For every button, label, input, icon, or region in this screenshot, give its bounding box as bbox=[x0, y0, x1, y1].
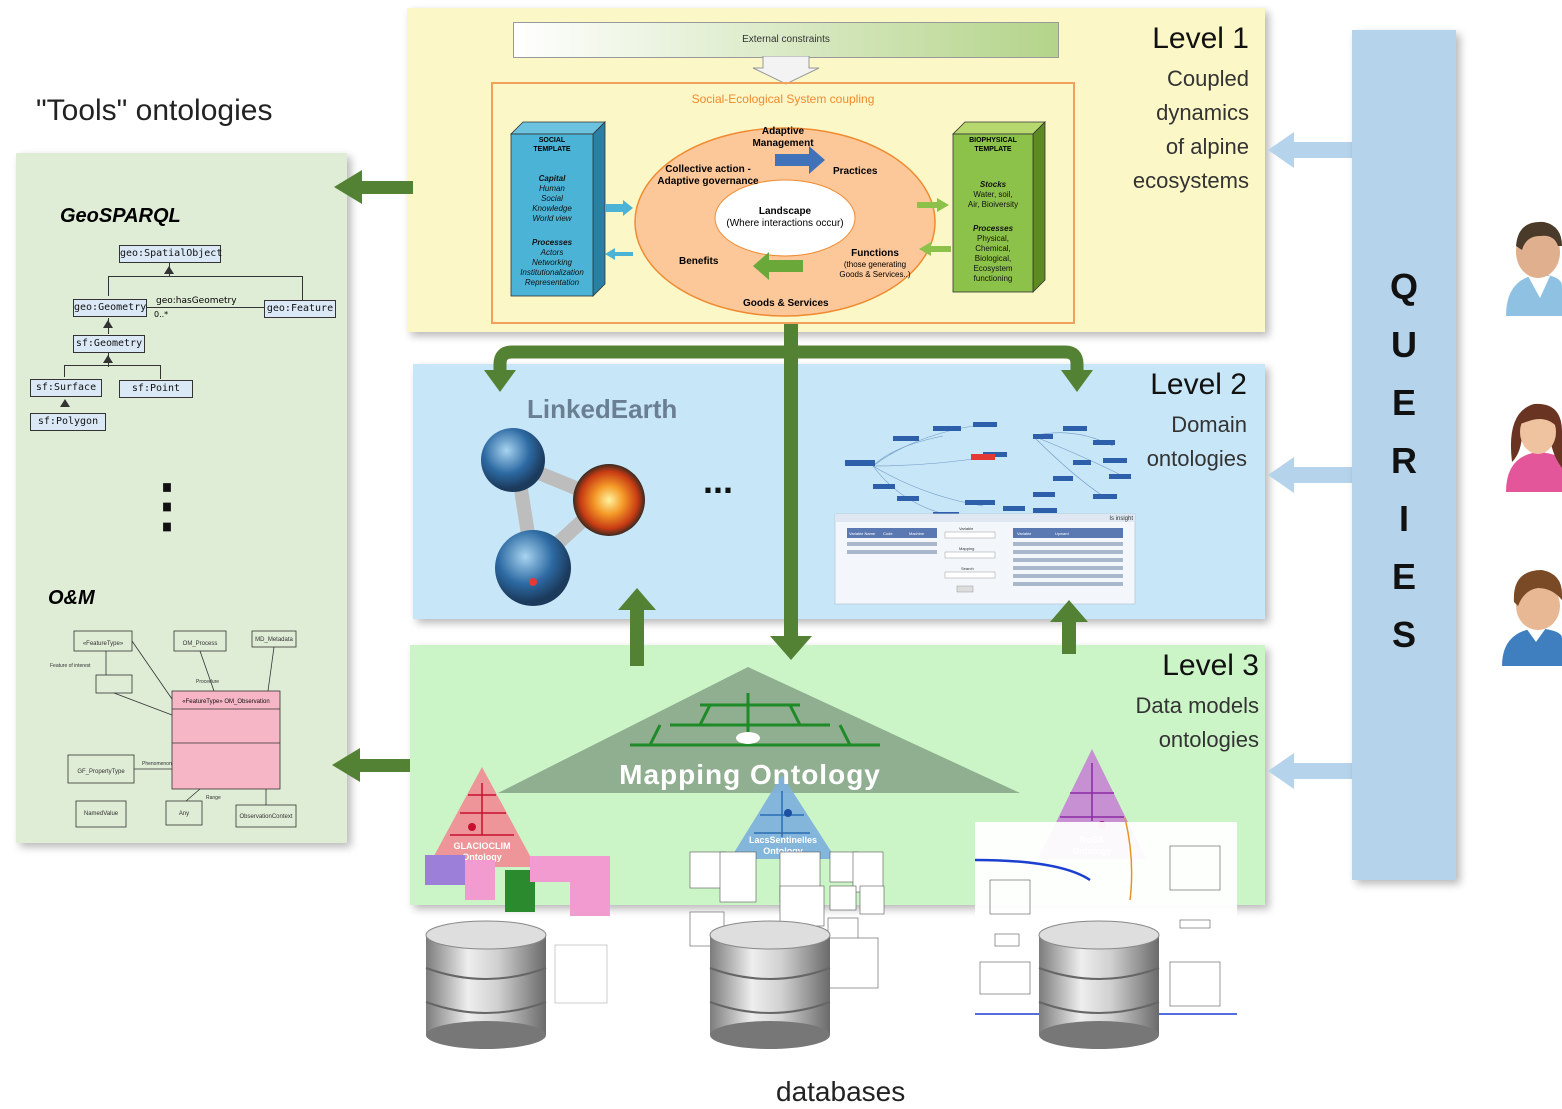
level3-subtitle: Data models ontologies bbox=[1135, 693, 1259, 752]
level2-subtitle: Domain ontologies bbox=[1146, 412, 1247, 471]
ses-coupling-title: Social-Ecological System coupling bbox=[691, 92, 875, 106]
om-process: OM_Process bbox=[183, 641, 218, 647]
mapping-ontology-label: Mapping Ontology bbox=[619, 759, 881, 790]
domain-viz-screenshot: Is insight Variable Name Code Machine Va… bbox=[834, 422, 1136, 605]
geosparql-title: GeoSPARQL bbox=[60, 205, 181, 227]
external-constraints-bar: External constraints bbox=[513, 22, 1059, 58]
om-observation: «FeatureType» OM_Observation bbox=[182, 699, 269, 705]
user-woman-icon bbox=[1506, 403, 1562, 492]
user-man-2-icon bbox=[1502, 570, 1562, 666]
viz-header-3: Machine bbox=[909, 531, 925, 536]
database-icon-3 bbox=[1038, 920, 1160, 1049]
viz-header-5: Mapping bbox=[959, 546, 974, 551]
level3-panel: Level 3 Data models ontologies bbox=[410, 645, 1265, 905]
viz-header-4: Variable bbox=[959, 526, 974, 531]
uml-multiplicity: 0..* bbox=[154, 310, 169, 319]
linkedearth-logo bbox=[481, 428, 645, 606]
practices: Practices bbox=[833, 166, 878, 177]
om-any: Any bbox=[179, 811, 189, 817]
database-icon-2 bbox=[709, 920, 831, 1049]
linkedearth-title: LinkedEarth bbox=[527, 394, 678, 424]
viz-caption: Is insight bbox=[1109, 516, 1133, 522]
bio-processes: Processes Physical,Chemical, Biological,… bbox=[972, 224, 1014, 283]
om-metadata: MD_Metadata bbox=[255, 637, 293, 643]
external-constraints-label: External constraints bbox=[742, 34, 830, 45]
level2-ellipsis: ... bbox=[703, 460, 734, 501]
user-man-icon bbox=[1506, 221, 1562, 316]
om-context: ObservationContext bbox=[239, 814, 292, 820]
level1-title: Level 1 bbox=[1152, 22, 1249, 55]
ses-diagram bbox=[510, 121, 1046, 317]
uml-sf-polygon: sf:Polygon bbox=[30, 413, 106, 431]
databases-label: databases bbox=[776, 1076, 906, 1107]
uml-feature: geo:Feature bbox=[264, 300, 336, 318]
level1-panel: Level 1 Coupled dynamics of alpine ecosy… bbox=[407, 8, 1265, 332]
level3-title: Level 3 bbox=[1162, 649, 1259, 682]
viz-header-8: Upward bbox=[1055, 531, 1069, 536]
ses-coupling-box: Social-Ecological System coupling SOCIAL… bbox=[491, 82, 1075, 324]
om-title: O&M bbox=[48, 587, 95, 609]
bio-stocks: Stocks Water, soil,Air, Bioiversity bbox=[967, 180, 1019, 209]
level2-title: Level 2 bbox=[1150, 368, 1247, 401]
uml-spatial-object: geo:SpatialObject bbox=[119, 245, 222, 263]
benefits: Benefits bbox=[679, 256, 719, 267]
landscape: Landscape (Where interactions occur) bbox=[726, 206, 844, 229]
om-property: GF_PropertyType bbox=[77, 769, 125, 775]
database-icon-1 bbox=[425, 920, 547, 1049]
viz-header-6: Search bbox=[961, 566, 974, 571]
om-foi: Feature of interest bbox=[50, 663, 91, 669]
uml-has-geometry-label: geo:hasGeometry bbox=[156, 296, 237, 306]
tools-ontologies-panel: GeoSPARQL geo:SpatialObject geo:Geometry… bbox=[16, 153, 347, 843]
viz-header-2: Code bbox=[883, 531, 893, 536]
queries-letters: Q U E R I E S bbox=[1389, 266, 1418, 655]
uml-inheritance-triangle bbox=[164, 266, 174, 274]
viz-header-7: Variable bbox=[1017, 531, 1032, 536]
uml-sf-point: sf:Point bbox=[119, 380, 193, 398]
om-phenomenon: Phenomenon bbox=[142, 761, 172, 767]
goods-services: Goods & Services bbox=[743, 298, 829, 309]
uml-geometry: geo:Geometry bbox=[73, 299, 147, 317]
om-feature-type: «FeatureType» bbox=[83, 641, 124, 647]
om-named-value: NamedValue bbox=[84, 811, 119, 817]
uml-sf-surface: sf:Surface bbox=[30, 379, 102, 397]
level1-subtitle: Coupled dynamics of alpine ecosystems bbox=[1132, 66, 1249, 193]
collective-action: Collective action -Adaptive governance bbox=[657, 164, 759, 187]
down-arrow-constraints bbox=[752, 56, 820, 85]
om-uml-diagram: «FeatureType» OM_Process MD_Metadata «Fe… bbox=[50, 630, 297, 828]
tools-heading: "Tools" ontologies bbox=[36, 94, 273, 127]
vertical-ellipsis: ⋮ bbox=[138, 473, 196, 538]
queries-column[interactable]: Q U E R I E S bbox=[1352, 30, 1456, 880]
om-procedure: Procedure bbox=[196, 679, 219, 685]
level2-panel: Level 2 Domain ontologies LinkedEarth ..… bbox=[413, 364, 1265, 619]
viz-header-1: Variable Name bbox=[849, 531, 876, 536]
om-result: Range bbox=[206, 795, 221, 801]
uml-sf-geometry: sf:Geometry bbox=[73, 335, 145, 353]
